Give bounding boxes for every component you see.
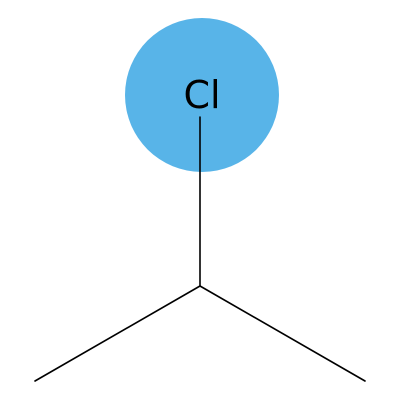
bond-center-right-methyl <box>199 285 366 382</box>
chlorine-highlight-circle <box>125 18 279 172</box>
bond-center-left-methyl <box>34 285 201 382</box>
chlorine-atom-label: Cl <box>183 73 220 117</box>
